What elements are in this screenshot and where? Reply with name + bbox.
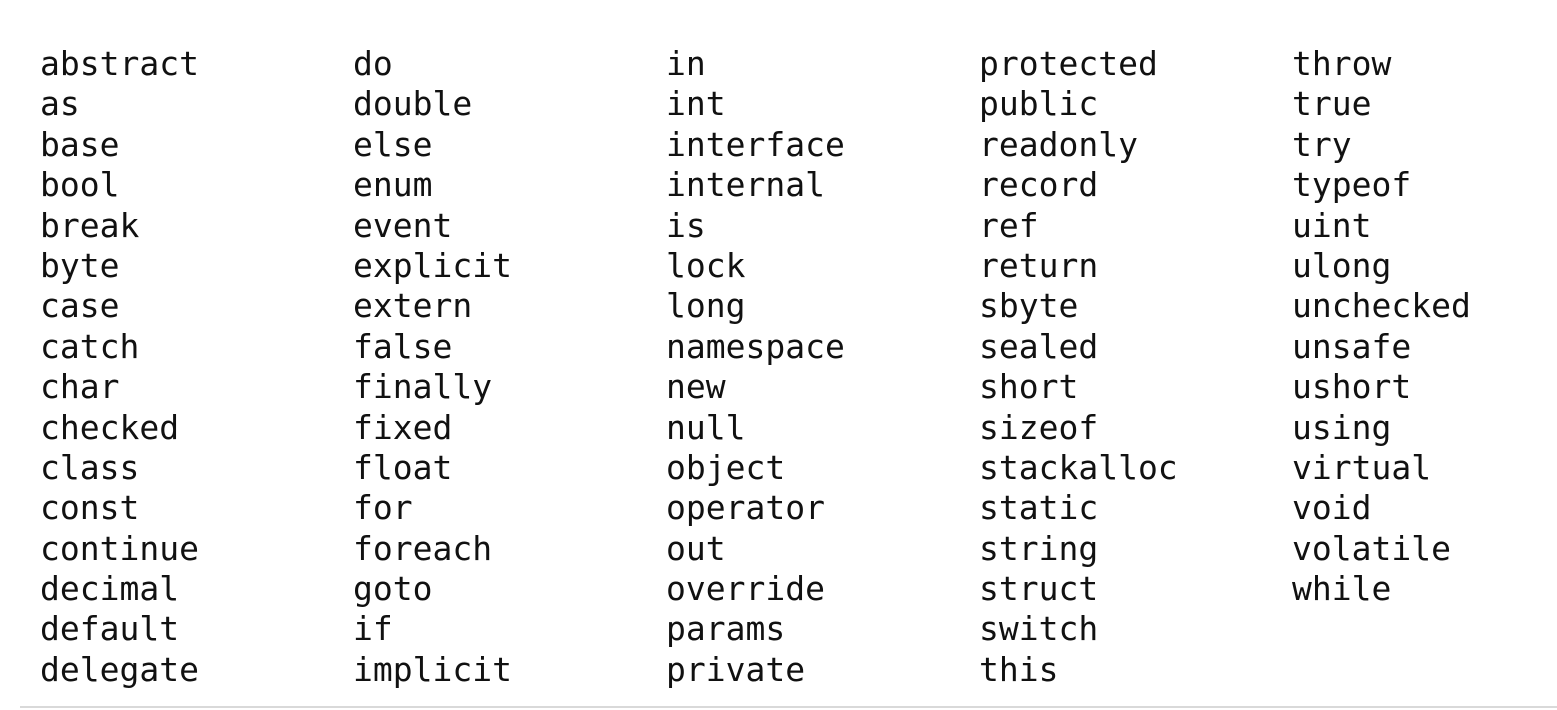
keyword: as	[40, 84, 80, 124]
keyword: sealed	[979, 326, 1099, 366]
keyword: ulong	[1292, 245, 1392, 285]
keyword: ref	[979, 205, 1039, 245]
keyword: protected	[979, 44, 1158, 83]
keyword: continue	[40, 528, 199, 568]
keyword: false	[353, 326, 453, 366]
keyword: short	[979, 367, 1079, 407]
keyword: static	[979, 488, 1099, 528]
keyword: null	[666, 407, 746, 447]
keyword: stackalloc	[979, 447, 1178, 487]
keyword: private	[666, 649, 806, 689]
keyword: internal	[666, 165, 825, 205]
keyword: int	[666, 84, 726, 124]
keyword: fixed	[353, 407, 453, 447]
keyword: case	[40, 286, 120, 326]
keyword: params	[666, 609, 786, 649]
keyword: string	[979, 528, 1099, 568]
keyword: float	[353, 447, 453, 487]
keyword: public	[979, 84, 1099, 124]
keyword: byte	[40, 245, 120, 285]
keyword: out	[666, 528, 726, 568]
keyword: ushort	[1292, 367, 1412, 407]
keyword: true	[1292, 84, 1372, 124]
keyword: switch	[979, 609, 1099, 649]
keyword: explicit	[353, 245, 512, 285]
keyword: interface	[666, 124, 845, 164]
keyword: base	[40, 124, 120, 164]
keyword: if	[353, 609, 393, 649]
keyword: catch	[40, 326, 140, 366]
keyword: throw	[1292, 44, 1392, 83]
keyword: operator	[666, 488, 825, 528]
keyword: override	[666, 569, 825, 609]
keyword: typeof	[1292, 165, 1412, 205]
keyword: enum	[353, 165, 433, 205]
keyword: sizeof	[979, 407, 1099, 447]
keyword: event	[353, 205, 453, 245]
keyword: this	[979, 649, 1059, 689]
keyword: namespace	[666, 326, 845, 366]
keyword: try	[1292, 124, 1352, 164]
keyword: object	[666, 447, 786, 487]
keyword: is	[666, 205, 706, 245]
keyword: struct	[979, 569, 1099, 609]
keyword: long	[666, 286, 746, 326]
keyword: break	[40, 205, 140, 245]
keyword: in	[666, 44, 706, 83]
keyword: bool	[40, 165, 120, 205]
keyword: new	[666, 367, 726, 407]
keyword: lock	[666, 245, 746, 285]
keyword: sbyte	[979, 286, 1079, 326]
keyword: void	[1292, 488, 1372, 528]
keyword: default	[40, 609, 180, 649]
keyword: volatile	[1292, 528, 1451, 568]
keyword: extern	[353, 286, 473, 326]
keyword: while	[1292, 569, 1392, 609]
keyword: finally	[353, 367, 493, 407]
bottom-divider	[20, 706, 1557, 708]
keyword: double	[353, 84, 473, 124]
keyword: virtual	[1292, 447, 1432, 487]
keyword: unsafe	[1292, 326, 1412, 366]
keyword: else	[353, 124, 433, 164]
keyword: foreach	[353, 528, 493, 568]
keyword: implicit	[353, 649, 512, 689]
keyword: char	[40, 367, 120, 407]
keyword: return	[979, 245, 1099, 285]
keyword: unchecked	[1292, 286, 1471, 326]
keyword: goto	[353, 569, 433, 609]
keyword: decimal	[40, 569, 180, 609]
keyword: delegate	[40, 649, 199, 689]
keyword: using	[1292, 407, 1392, 447]
keyword: class	[40, 447, 140, 487]
keyword: uint	[1292, 205, 1372, 245]
keyword: abstract	[40, 44, 199, 83]
keyword: record	[979, 165, 1099, 205]
keyword: do	[353, 44, 393, 83]
keyword: checked	[40, 407, 180, 447]
keyword: const	[40, 488, 140, 528]
keyword: readonly	[979, 124, 1138, 164]
keyword: for	[353, 488, 413, 528]
